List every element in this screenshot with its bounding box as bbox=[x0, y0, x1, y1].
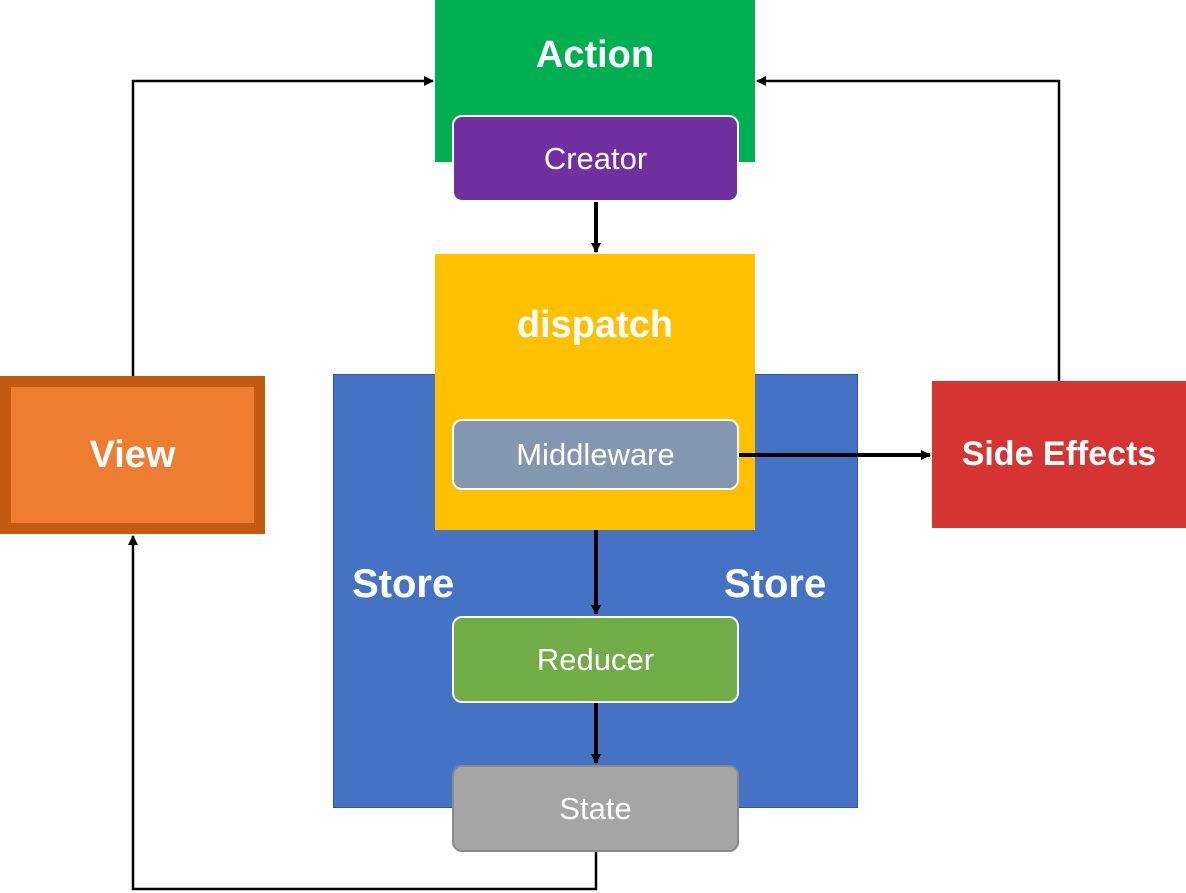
side-effects-box: Side Effects bbox=[932, 381, 1186, 528]
middleware-label: Middleware bbox=[516, 436, 675, 472]
action-label: Action bbox=[535, 34, 655, 76]
view-label: View bbox=[89, 433, 176, 476]
reducer-label: Reducer bbox=[536, 641, 655, 677]
store-label-right: Store bbox=[724, 562, 827, 606]
creator-label: Creator bbox=[543, 140, 648, 176]
store-label-left: Store bbox=[352, 562, 455, 606]
view-box: View bbox=[0, 376, 265, 534]
side-effects-label: Side Effects bbox=[961, 435, 1157, 473]
creator-box: Creator bbox=[452, 115, 739, 202]
state-box: State bbox=[452, 765, 739, 852]
reducer-box: Reducer bbox=[452, 616, 739, 703]
dispatch-label: dispatch bbox=[516, 304, 674, 346]
arrow-state-to-view bbox=[128, 535, 598, 891]
arrow-side-effects-to-action bbox=[756, 76, 1061, 381]
middleware-box: Middleware bbox=[452, 419, 739, 490]
arrow-view-to-action bbox=[131, 76, 434, 376]
state-label: State bbox=[559, 790, 632, 826]
